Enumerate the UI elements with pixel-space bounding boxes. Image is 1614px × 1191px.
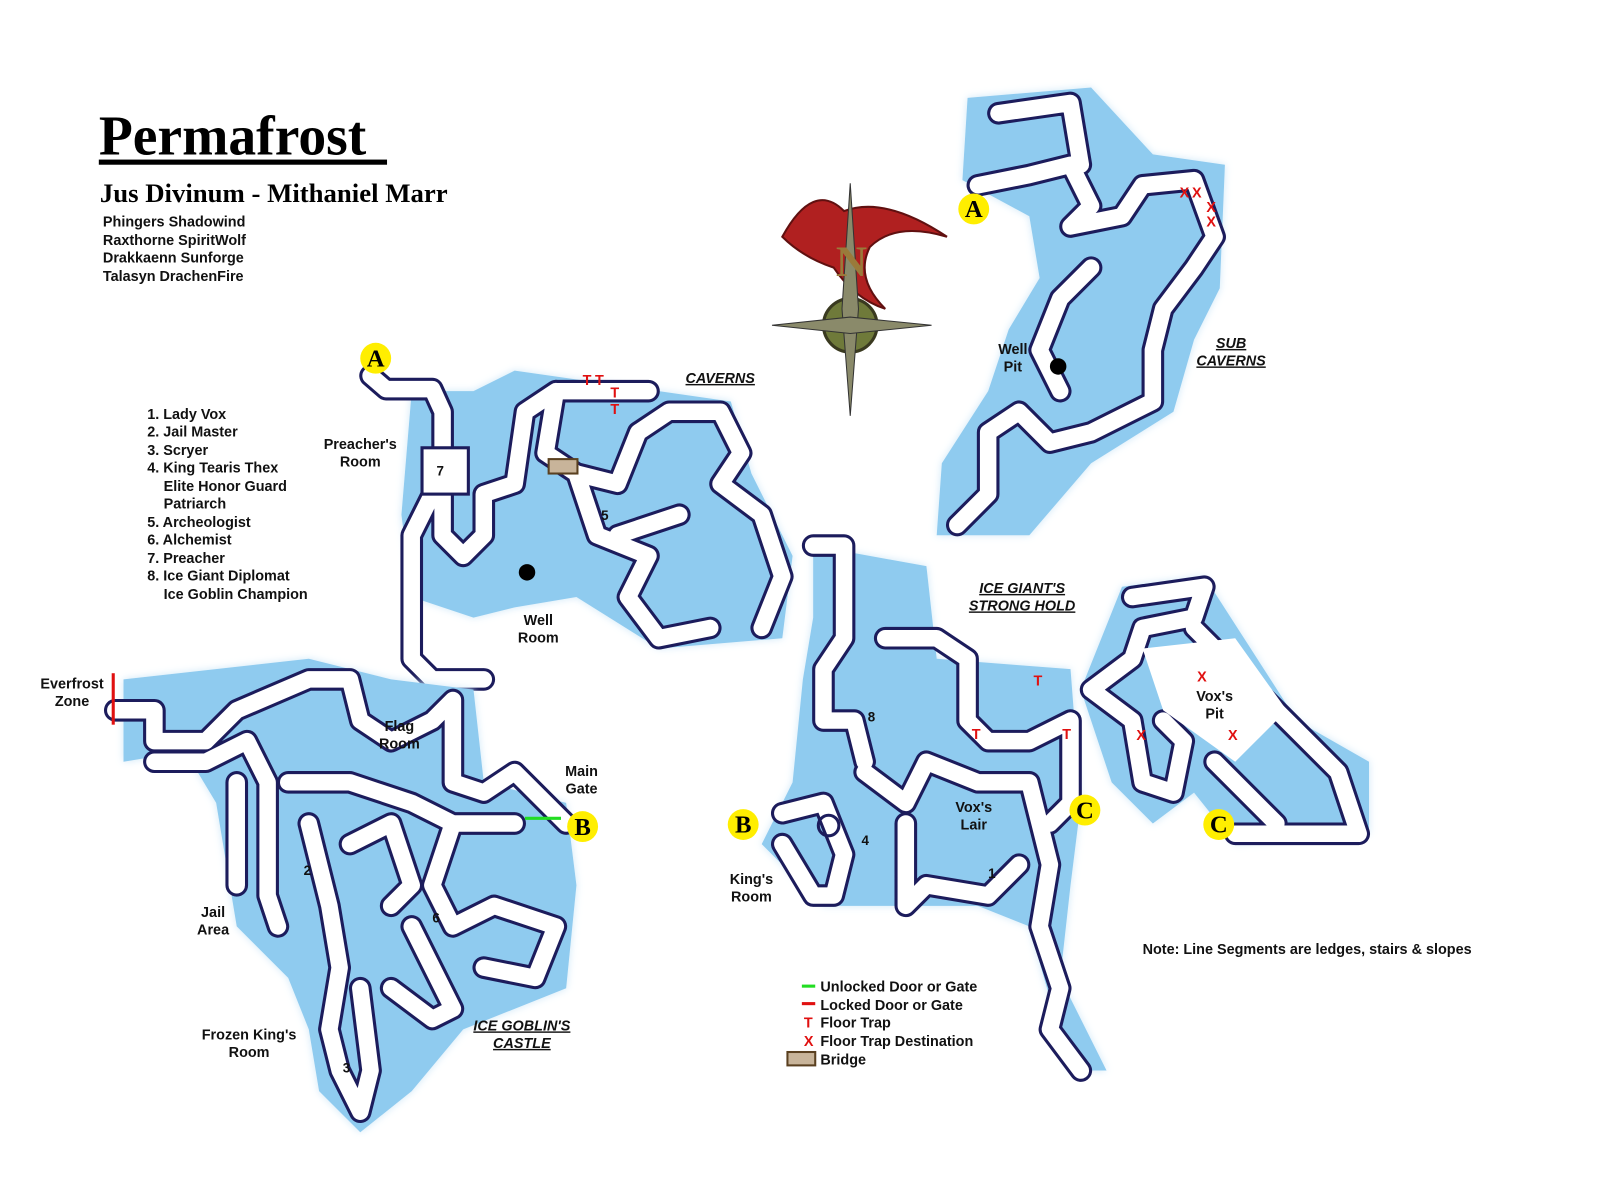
title-underline bbox=[98, 159, 388, 165]
marker-a-text: A bbox=[965, 196, 983, 223]
room-number-7: 7 bbox=[436, 464, 443, 479]
link-markers: A A B B C C bbox=[360, 193, 1235, 843]
title-block: Permafrost Jus Divinum - Mithaniel Marr … bbox=[98, 105, 448, 285]
trap-destination-icon: X bbox=[1180, 186, 1190, 202]
npc-item: Ice Goblin Champion bbox=[164, 587, 308, 603]
trap-destination-icon: X bbox=[1192, 186, 1202, 202]
npc-item: 2. Jail Master bbox=[147, 424, 238, 440]
marker-c-text: C bbox=[1076, 797, 1094, 824]
marker-c-stronghold bbox=[1069, 794, 1101, 826]
marker-a-main bbox=[360, 342, 392, 374]
map-title: Permafrost bbox=[99, 105, 367, 167]
legend-unlocked: Unlocked Door or Gate bbox=[820, 979, 977, 995]
marker-c-pit bbox=[1203, 809, 1235, 840]
floor-trap-icon: T bbox=[610, 402, 619, 418]
marker-a-text: A bbox=[367, 345, 385, 372]
marker-b-castle bbox=[567, 811, 599, 843]
svg-text:N: N bbox=[836, 238, 867, 286]
legend-bridge: Bridge bbox=[820, 1052, 866, 1068]
marker-b-text: B bbox=[574, 814, 590, 841]
room-number-5: 5 bbox=[601, 508, 609, 523]
zone-label-caverns: CAVERNS bbox=[686, 371, 756, 387]
bridge-icon bbox=[786, 1050, 817, 1067]
marker-b-text: B bbox=[735, 812, 751, 839]
npc-item: 8. Ice Giant Diplomat bbox=[147, 569, 290, 585]
npc-item: 4. King Tearis Thex bbox=[147, 460, 278, 476]
npc-item: Patriarch bbox=[164, 497, 226, 513]
trap-destination-icon: X bbox=[1206, 200, 1216, 216]
well-pit-hole-icon bbox=[1049, 358, 1067, 375]
floor-trap-icon: T bbox=[610, 385, 619, 401]
legend-trap: Floor Trap bbox=[820, 1015, 891, 1031]
npc-item: 6. Alchemist bbox=[147, 533, 232, 549]
marker-b-stronghold bbox=[727, 809, 759, 840]
room-number-6: 6 bbox=[432, 910, 439, 925]
marker-c-text: C bbox=[1210, 812, 1228, 839]
preacher-room bbox=[420, 446, 470, 496]
npc-item: Elite Honor Guard bbox=[164, 479, 287, 495]
map-note: Note: Line Segments are ledges, stairs &… bbox=[1143, 942, 1472, 958]
well-room-hole-icon bbox=[518, 564, 536, 581]
room-number-4: 4 bbox=[862, 833, 870, 848]
legend-trap-dest: Floor Trap Destination bbox=[820, 1034, 973, 1050]
kings-room-pillar bbox=[816, 813, 841, 838]
member-name: Talasyn DrachenFire bbox=[103, 269, 244, 285]
legend: Unlocked Door or Gate Locked Door or Gat… bbox=[786, 979, 977, 1068]
room-number-1: 1 bbox=[988, 866, 996, 881]
npc-item: 5. Archeologist bbox=[147, 515, 251, 531]
member-name: Raxthorne SpiritWolf bbox=[103, 233, 246, 249]
trap-destination-icon: X bbox=[1136, 728, 1146, 744]
trap-destination-icon: X bbox=[1197, 669, 1207, 685]
legend-locked: Locked Door or Gate bbox=[820, 998, 963, 1014]
npc-item: 1. Lady Vox bbox=[147, 407, 226, 423]
room-number-3: 3 bbox=[343, 1061, 350, 1076]
trap-destination-icon: X bbox=[1228, 728, 1238, 744]
bridge-icon bbox=[547, 458, 579, 475]
marker-a-sub bbox=[958, 193, 990, 225]
floor-trap-icon: T bbox=[595, 373, 604, 389]
room-number-2: 2 bbox=[304, 863, 311, 878]
floor-trap-icon: T bbox=[804, 1015, 813, 1031]
floor-trap-icon: T bbox=[972, 727, 981, 743]
map-subtitle: Jus Divinum - Mithaniel Marr bbox=[100, 178, 448, 208]
compass-rose-icon: N bbox=[771, 183, 948, 416]
trap-destination-icon: X bbox=[804, 1034, 814, 1050]
floor-trap-icon: T bbox=[1033, 674, 1042, 690]
npc-list: 1. Lady Vox 2. Jail Master 3. Scryer 4. … bbox=[147, 407, 308, 603]
member-name: Phingers Shadowind bbox=[103, 214, 245, 230]
floor-trap-icon: T bbox=[1062, 727, 1071, 743]
member-name: Drakkaenn Sunforge bbox=[103, 251, 244, 267]
floor-trap-icon: T bbox=[583, 373, 592, 389]
room-number-8: 8 bbox=[868, 710, 876, 725]
npc-item: 3. Scryer bbox=[147, 443, 208, 459]
npc-item: 7. Preacher bbox=[147, 551, 225, 567]
trap-destination-icon: X bbox=[1206, 214, 1216, 230]
